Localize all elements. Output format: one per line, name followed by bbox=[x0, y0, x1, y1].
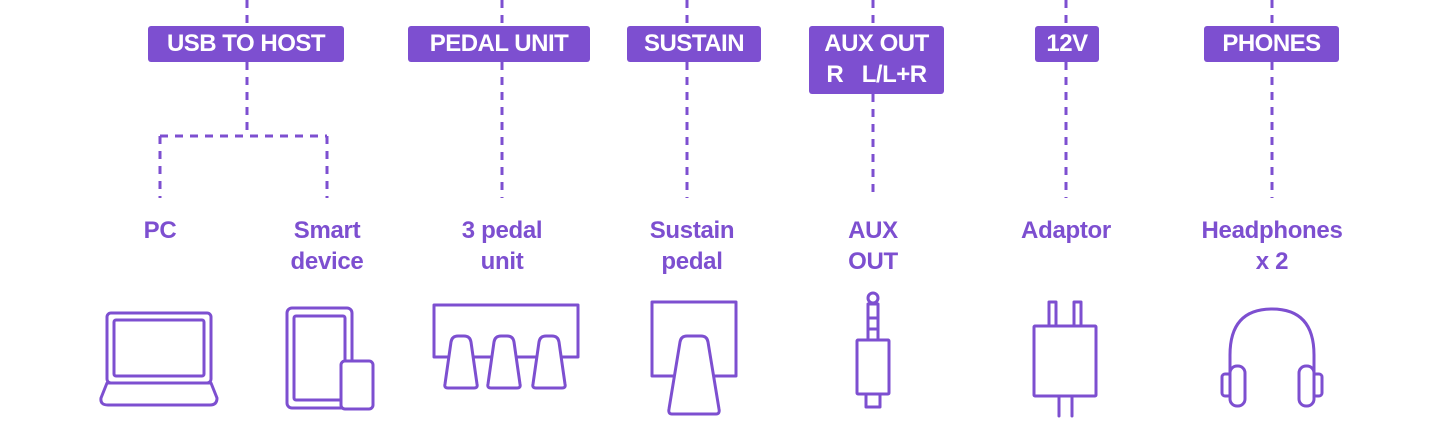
aux-out-tag: AUX OUT R L/L+R bbox=[809, 26, 944, 94]
headphones-icon bbox=[1220, 307, 1324, 408]
aux-out-device-label: AUX OUT bbox=[813, 215, 933, 277]
adaptor-label-text: Adaptor bbox=[1021, 217, 1111, 244]
sustain-pedal-label-line1: Sustain bbox=[649, 217, 735, 244]
tablet-phone-icon bbox=[285, 306, 375, 411]
sustain-pedal-icon bbox=[650, 300, 738, 416]
power-adaptor-icon bbox=[1032, 300, 1098, 418]
aux-out-device-label-line2: OUT bbox=[848, 248, 898, 275]
pedal-unit-device-label-line1: 3 pedal bbox=[461, 217, 543, 244]
sustain-tag: SUSTAIN bbox=[627, 26, 761, 62]
headphones-label-line2: x 2 bbox=[1255, 248, 1289, 275]
three-pedal-unit-icon bbox=[432, 303, 580, 390]
sustain-pedal-label: Sustain pedal bbox=[622, 215, 762, 277]
usb-to-host-label: USB TO HOST bbox=[166, 30, 326, 57]
smart-device-label-line1: Smart bbox=[293, 217, 361, 244]
pedal-unit-label: PEDAL UNIT bbox=[429, 30, 569, 57]
phones-tag: PHONES bbox=[1204, 26, 1339, 62]
pc-label: PC bbox=[100, 215, 220, 246]
aux-out-label-line1: AUX OUT bbox=[824, 30, 929, 57]
aux-out-label-line2: R L/L+R bbox=[826, 61, 927, 88]
aux-out-device-label-line1: AUX bbox=[848, 217, 898, 244]
smart-device-label-line2: device bbox=[290, 248, 364, 275]
adaptor-label: Adaptor bbox=[996, 215, 1136, 246]
dc-12v-label: 12V bbox=[1046, 30, 1088, 57]
pedal-unit-device-label: 3 pedal unit bbox=[432, 215, 572, 277]
headphones-label-line1: Headphones bbox=[1201, 217, 1343, 244]
laptop-icon bbox=[99, 311, 219, 407]
dc-12v-tag: 12V bbox=[1035, 26, 1099, 62]
audio-jack-plug-icon bbox=[855, 291, 891, 409]
sustain-label: SUSTAIN bbox=[643, 30, 745, 57]
pedal-unit-device-label-line2: unit bbox=[480, 248, 524, 275]
pc-label-text: PC bbox=[143, 217, 177, 244]
sustain-pedal-label-line2: pedal bbox=[661, 248, 723, 275]
usb-to-host-tag: USB TO HOST bbox=[148, 26, 344, 62]
pedal-unit-tag: PEDAL UNIT bbox=[408, 26, 590, 62]
headphones-label: Headphones x 2 bbox=[1187, 215, 1357, 277]
phones-label: PHONES bbox=[1222, 30, 1321, 57]
smart-device-label: Smart device bbox=[262, 215, 392, 277]
